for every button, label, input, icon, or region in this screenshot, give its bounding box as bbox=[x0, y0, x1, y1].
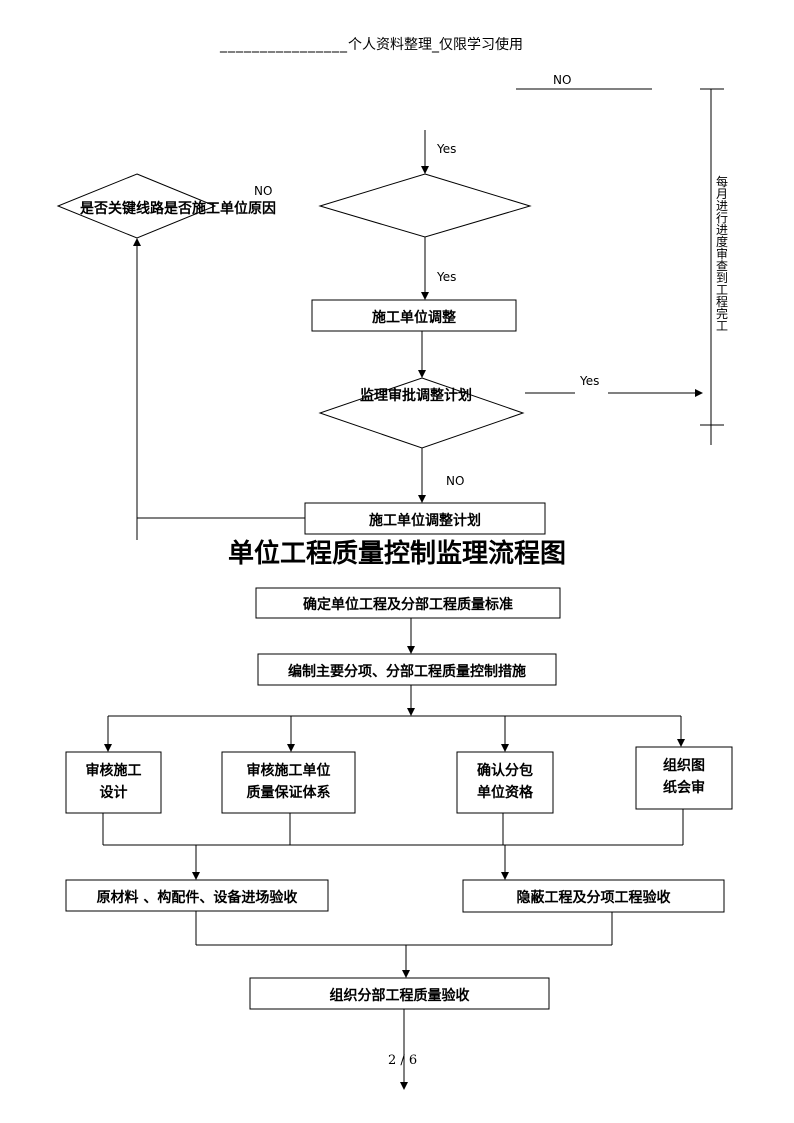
box-branch-4-line-2: 纸会审 bbox=[663, 780, 705, 796]
box-branch-1 bbox=[65, 751, 162, 814]
page-header: ________________个人资料整理_仅限学习使用 bbox=[220, 34, 523, 54]
page-number: 2 / 6 bbox=[388, 1053, 418, 1068]
box-branch-1-line-1: 审核施工 bbox=[85, 763, 142, 779]
box-branch-2-label: 审核施工单位 质量保证体系 bbox=[222, 760, 355, 804]
yes-right-label: Yes bbox=[580, 374, 600, 388]
box-branch-1-line-2: 设计 bbox=[99, 785, 128, 801]
box-branch-3-label: 确认分包 单位资格 bbox=[457, 760, 553, 804]
box-hidden bbox=[462, 879, 725, 913]
header-dashes: ________________ bbox=[220, 37, 348, 53]
box-hidden-label: 隐蔽工程及分项工程验收 bbox=[516, 890, 671, 906]
box-branch-3-line-1: 确认分包 bbox=[477, 763, 533, 779]
decision-diamond-top bbox=[318, 173, 532, 238]
box-branch-3-line-2: 单位资格 bbox=[477, 785, 533, 801]
box-final bbox=[249, 977, 550, 1010]
box-adjust-label: 施工单位调整 bbox=[372, 310, 456, 326]
box-adjust bbox=[311, 299, 517, 332]
no-top-label: NO bbox=[553, 73, 572, 87]
box-branch-2-line-1: 审核施工单位 bbox=[246, 763, 331, 779]
box-standard bbox=[255, 587, 561, 619]
box-materials bbox=[65, 879, 329, 912]
box-branch-4-line-1: 组织图 bbox=[663, 758, 705, 774]
diamond-left-label: 是否关键线路是否施工单位原因 bbox=[80, 201, 276, 217]
yes-label-2: Yes bbox=[437, 270, 457, 284]
box-measures bbox=[257, 653, 557, 686]
diamond-review-label: 监理审批调整计划 bbox=[360, 388, 472, 404]
box-branch-3 bbox=[456, 751, 554, 814]
box-branch-4-label: 组织图 纸会审 bbox=[636, 755, 732, 799]
no-down-label: NO bbox=[446, 474, 465, 488]
box-measures-label: 编制主要分项、分部工程质量控制措施 bbox=[288, 664, 526, 680]
vertical-note: 每月进行进度审查到工程完工 bbox=[715, 175, 728, 333]
box-standard-label: 确定单位工程及分部工程质量标准 bbox=[303, 597, 513, 613]
box-materials-label: 原材料 、构配件、设备进场验收 bbox=[96, 890, 298, 906]
box-plan-label: 施工单位调整计划 bbox=[369, 513, 481, 529]
header-text: 个人资料整理_仅限学习使用 bbox=[348, 37, 523, 53]
box-branch-4 bbox=[635, 746, 733, 810]
box-branch-1-label: 审核施工 设计 bbox=[66, 760, 161, 804]
box-branch-2-line-2: 质量保证体系 bbox=[246, 785, 331, 801]
box-final-label: 组织分部工程质量验收 bbox=[329, 988, 470, 1004]
yes-label-1: Yes bbox=[437, 142, 457, 156]
box-branch-2 bbox=[221, 751, 356, 814]
no-left-label: NO bbox=[254, 184, 273, 198]
diagram-title: 单位工程质量控制监理流程图 bbox=[227, 539, 566, 569]
